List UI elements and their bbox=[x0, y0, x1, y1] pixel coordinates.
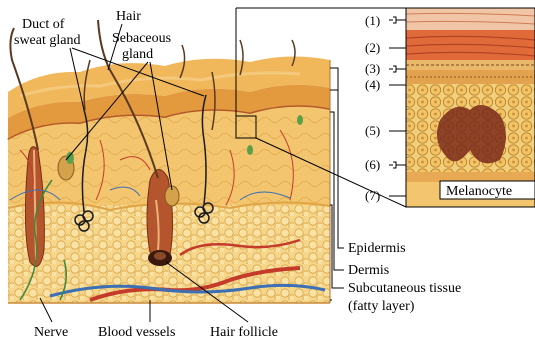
layer-number-4: (4) bbox=[365, 77, 380, 92]
layer-brackets bbox=[330, 68, 344, 300]
layer-number-7: (7) bbox=[365, 188, 380, 203]
sebaceous-label-line2: gland bbox=[122, 47, 153, 62]
subcutaneous-label-line1: Subcutaneous tissue bbox=[348, 281, 461, 296]
layer-number-3: (3) bbox=[365, 61, 380, 76]
blood-vessels-label: Blood vessels bbox=[98, 325, 175, 340]
subcutaneous-label-line2: (fatty layer) bbox=[348, 299, 415, 314]
dermis-label: Dermis bbox=[348, 263, 389, 278]
epidermis-label: Epidermis bbox=[348, 241, 406, 256]
melanocyte-label: Melanocyte bbox=[446, 184, 512, 199]
hair-follicle-label: Hair follicle bbox=[210, 325, 278, 340]
hair-follicle-center bbox=[147, 169, 173, 266]
nerve-label: Nerve bbox=[34, 325, 68, 340]
hair-label: Hair bbox=[116, 9, 141, 24]
layer-number-6: (6) bbox=[365, 157, 380, 172]
sebaceous-label-line1: Sebaceous bbox=[112, 31, 171, 46]
layer-number-2: (2) bbox=[365, 40, 380, 55]
epidermis-inset: Melanocyte bbox=[406, 8, 535, 207]
green-receptor-3 bbox=[247, 145, 253, 155]
duct-label-line2: sweat gland bbox=[14, 33, 80, 48]
inset-layer-1 bbox=[406, 8, 535, 30]
layer-number-5: (5) bbox=[365, 123, 380, 138]
skin-block bbox=[8, 20, 330, 303]
inset-layer-3 bbox=[406, 60, 535, 70]
layer-number-ticks bbox=[389, 17, 406, 196]
layer-number-1: (1) bbox=[365, 13, 380, 28]
duct-label-line1: Duct of bbox=[22, 17, 65, 32]
green-receptor-2 bbox=[297, 115, 303, 125]
